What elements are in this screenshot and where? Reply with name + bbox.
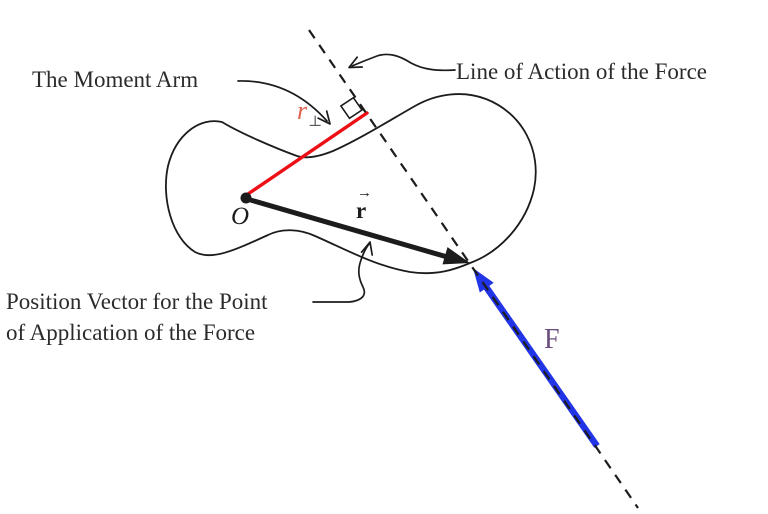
- position-vector-symbol-base: r: [356, 198, 367, 223]
- moment-arm-leader-arrowhead: [317, 110, 331, 125]
- moment-arm-symbol: r⊥: [297, 96, 322, 130]
- origin-label: O: [231, 203, 250, 230]
- force-label: F: [544, 324, 560, 355]
- moment-arm-symbol-perp-subscript: ⊥: [308, 114, 323, 130]
- moment-arm-leader: [237, 80, 328, 122]
- position-vector-arrowhead: [442, 247, 470, 265]
- rigid-body-blob: [165, 93, 537, 275]
- moment-arm-line: [246, 111, 369, 196]
- position-vector-label-line1: Position Vector for the Point: [6, 289, 268, 314]
- position-vector-leader: [312, 243, 370, 303]
- line-of-action-leader: [351, 53, 456, 72]
- position-vector-leader-arrowhead: [360, 241, 374, 256]
- right-angle-marker: [339, 96, 364, 120]
- line-of-action-dashed: [308, 29, 639, 509]
- force-arrow-line: [480, 280, 600, 448]
- origin-dot: [240, 192, 252, 204]
- moment-arm-symbol-base: r: [297, 96, 308, 125]
- position-vector-line: [246, 196, 450, 260]
- position-vector-symbol-arrow-accent: →: [357, 185, 372, 201]
- position-vector-label: Position Vector for the Point of Applica…: [6, 286, 268, 348]
- line-of-action-label: Line of Action of the Force: [456, 59, 708, 84]
- line-of-action-leader-arrowhead: [348, 56, 364, 69]
- position-vector-label-line2: of Application of the Force: [6, 320, 256, 345]
- moment-arm-label: The Moment Arm: [32, 67, 199, 92]
- position-vector-symbol: → r: [356, 185, 372, 224]
